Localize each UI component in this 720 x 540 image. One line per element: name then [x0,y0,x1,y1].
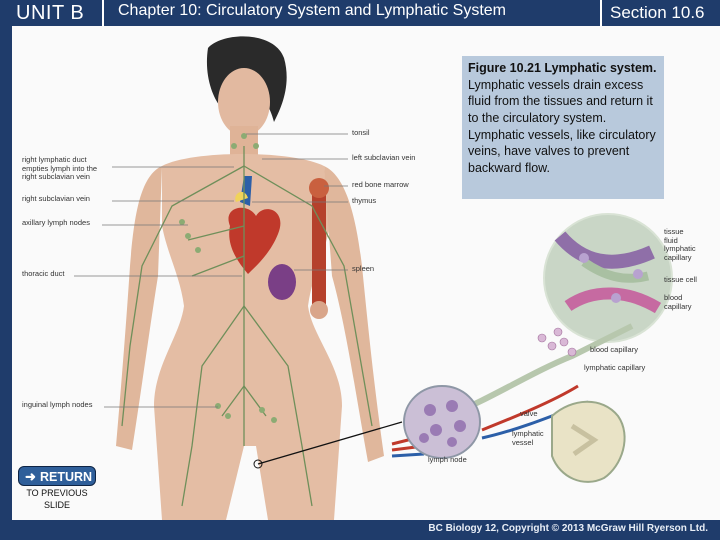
return-arrow-icon: ➜ [25,469,36,484]
label-inguinal-lymph-nodes: inguinal lymph nodes [22,400,93,409]
body-illustration [74,36,403,520]
lymph-node-detail [391,323,634,483]
return-button-label: RETURN [40,470,93,484]
header-bar: UNIT B Chapter 10: Circulatory System an… [0,0,720,26]
label-tissue-cell: tissue cell [664,275,697,284]
label-blood-capillary-mid: blood capillary [590,345,638,354]
label-spleen: spleen [352,264,375,273]
label-red-bone-marrow: red bone marrow [352,180,409,189]
capillary-bed-detail [543,213,673,343]
footer-bar: BC Biology 12, Copyright © 2013 McGraw H… [0,520,720,540]
unit-label: UNIT B [16,2,85,24]
label-valve: valve [520,409,538,418]
label-thoracic-duct: thoracic duct [22,269,65,278]
left-stripe [0,26,12,520]
label-lymph-node: lymph node [428,455,467,464]
figure-caption: Figure 10.21 Lymphatic system. Lymphatic… [462,56,664,199]
label-lymphatic-capillary-mid: lymphatic capillary [584,363,646,372]
caption-title: Figure 10.21 Lymphatic system. [468,61,657,75]
copyright-text: BC Biology 12, Copyright © 2013 McGraw H… [428,523,708,534]
label-axillary-lymph-nodes: axillary lymph nodes [22,218,90,227]
unit-box: UNIT B [4,0,104,26]
section-label: Section 10.6 [610,3,705,22]
label-left-subclavian-vein: left subclavian vein [352,153,416,162]
return-button[interactable]: ➜ RETURN [18,466,96,486]
label-thymus: thymus [352,196,377,205]
label-right-subclavian-vein: right subclavian vein [22,194,90,203]
caption-text: Lymphatic vessels drain excess fluid fro… [468,77,656,175]
chapter-title: Chapter 10: Circulatory System and Lymph… [118,2,507,19]
section-box: Section 10.6 [600,0,720,26]
label-tonsil: tonsil [352,128,370,137]
figure-illustration [74,36,673,520]
